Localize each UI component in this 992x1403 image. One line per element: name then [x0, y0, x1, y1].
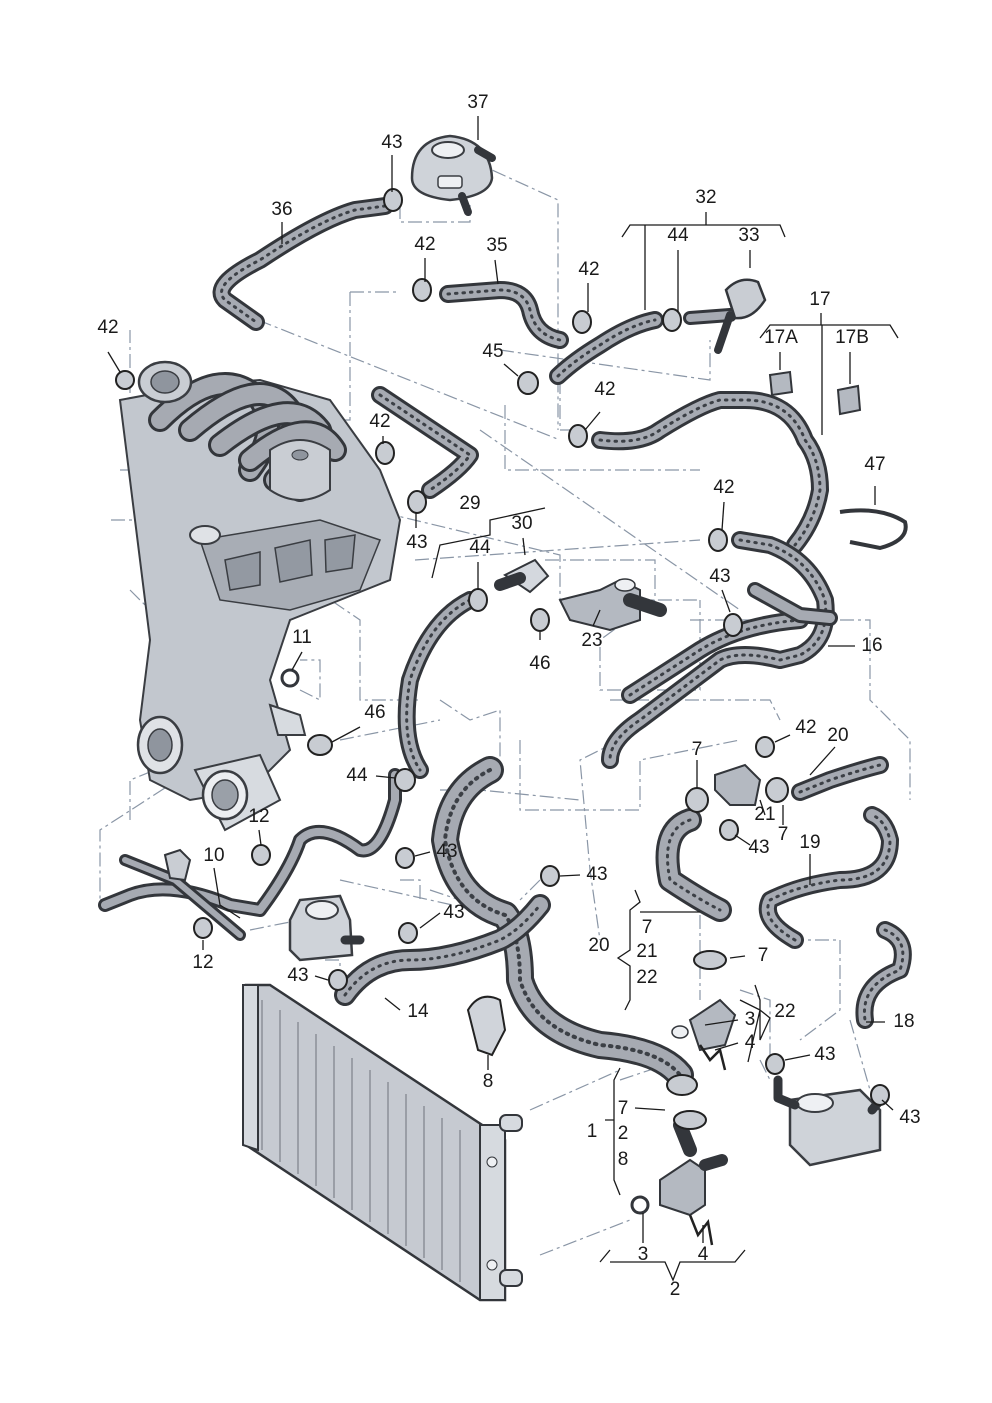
label-46: 46 [529, 653, 550, 674]
label-3: 3 [638, 1244, 649, 1265]
part-number-labels: 37 43 36 35 42 42 32 44 33 17 17A 17B 42… [97, 92, 920, 1300]
label-7: 7 [778, 824, 789, 845]
label-20: 20 [827, 725, 848, 746]
label-43: 43 [814, 1044, 835, 1065]
label-33: 33 [738, 225, 759, 246]
label-43: 43 [586, 864, 607, 885]
label-17B: 17B [835, 327, 869, 348]
label-14: 14 [407, 1001, 429, 1022]
label-37: 37 [467, 92, 488, 113]
label-19: 19 [799, 832, 820, 853]
label-35: 35 [486, 235, 507, 256]
label-3: 3 [745, 1009, 756, 1030]
label-45: 45 [482, 341, 503, 362]
label-43: 43 [709, 566, 730, 587]
label-7: 7 [758, 945, 769, 966]
label-12: 12 [192, 952, 213, 973]
radiator [242, 983, 523, 1302]
label-21: 21 [636, 941, 657, 962]
label-22: 22 [774, 1001, 795, 1022]
label-8: 8 [483, 1071, 494, 1092]
label-47: 47 [864, 454, 885, 475]
label-22: 22 [636, 967, 657, 988]
label-12: 12 [248, 806, 269, 827]
label-42: 42 [594, 379, 615, 400]
label-4: 4 [698, 1244, 709, 1265]
label-42: 42 [713, 477, 734, 498]
label-42: 42 [369, 411, 390, 432]
label-7: 7 [618, 1098, 629, 1119]
label-18: 18 [893, 1011, 914, 1032]
label-2: 2 [618, 1123, 629, 1144]
label-43: 43 [381, 132, 402, 153]
fittings [115, 188, 908, 1246]
label-11: 11 [292, 627, 312, 648]
aux-reservoir [288, 894, 365, 962]
label-4: 4 [745, 1032, 756, 1053]
label-30: 30 [511, 513, 532, 534]
label-43: 43 [287, 965, 308, 986]
label-32: 32 [695, 187, 716, 208]
coolant-hoses [98, 197, 912, 1089]
label-29: 29 [459, 493, 480, 514]
expansion-tank [410, 134, 496, 216]
label-7: 7 [642, 917, 653, 938]
label-44: 44 [346, 765, 368, 786]
oil-cooler [773, 1075, 887, 1167]
label-20: 20 [588, 935, 609, 956]
label-44: 44 [667, 225, 689, 246]
label-43: 43 [443, 902, 464, 923]
label-21: 21 [754, 804, 775, 825]
label-43: 43 [748, 837, 769, 858]
engine-block [118, 360, 402, 832]
label-43: 43 [406, 532, 427, 553]
label-42: 42 [414, 234, 435, 255]
leader-lines [107, 116, 899, 1282]
label-1: 1 [587, 1121, 598, 1142]
label-46: 46 [364, 702, 385, 723]
label-42: 42 [795, 717, 816, 738]
label-36: 36 [271, 199, 292, 220]
label-16: 16 [861, 635, 882, 656]
label-10: 10 [203, 845, 224, 866]
label-23: 23 [581, 630, 602, 651]
label-42: 42 [97, 317, 118, 338]
label-44: 44 [469, 537, 491, 558]
label-2: 2 [670, 1279, 681, 1300]
label-17: 17 [809, 289, 830, 310]
label-7: 7 [692, 739, 703, 760]
label-42: 42 [578, 259, 599, 280]
label-43: 43 [436, 841, 457, 862]
label-8: 8 [618, 1149, 629, 1170]
label-43: 43 [899, 1107, 920, 1128]
label-17A: 17A [764, 327, 798, 348]
